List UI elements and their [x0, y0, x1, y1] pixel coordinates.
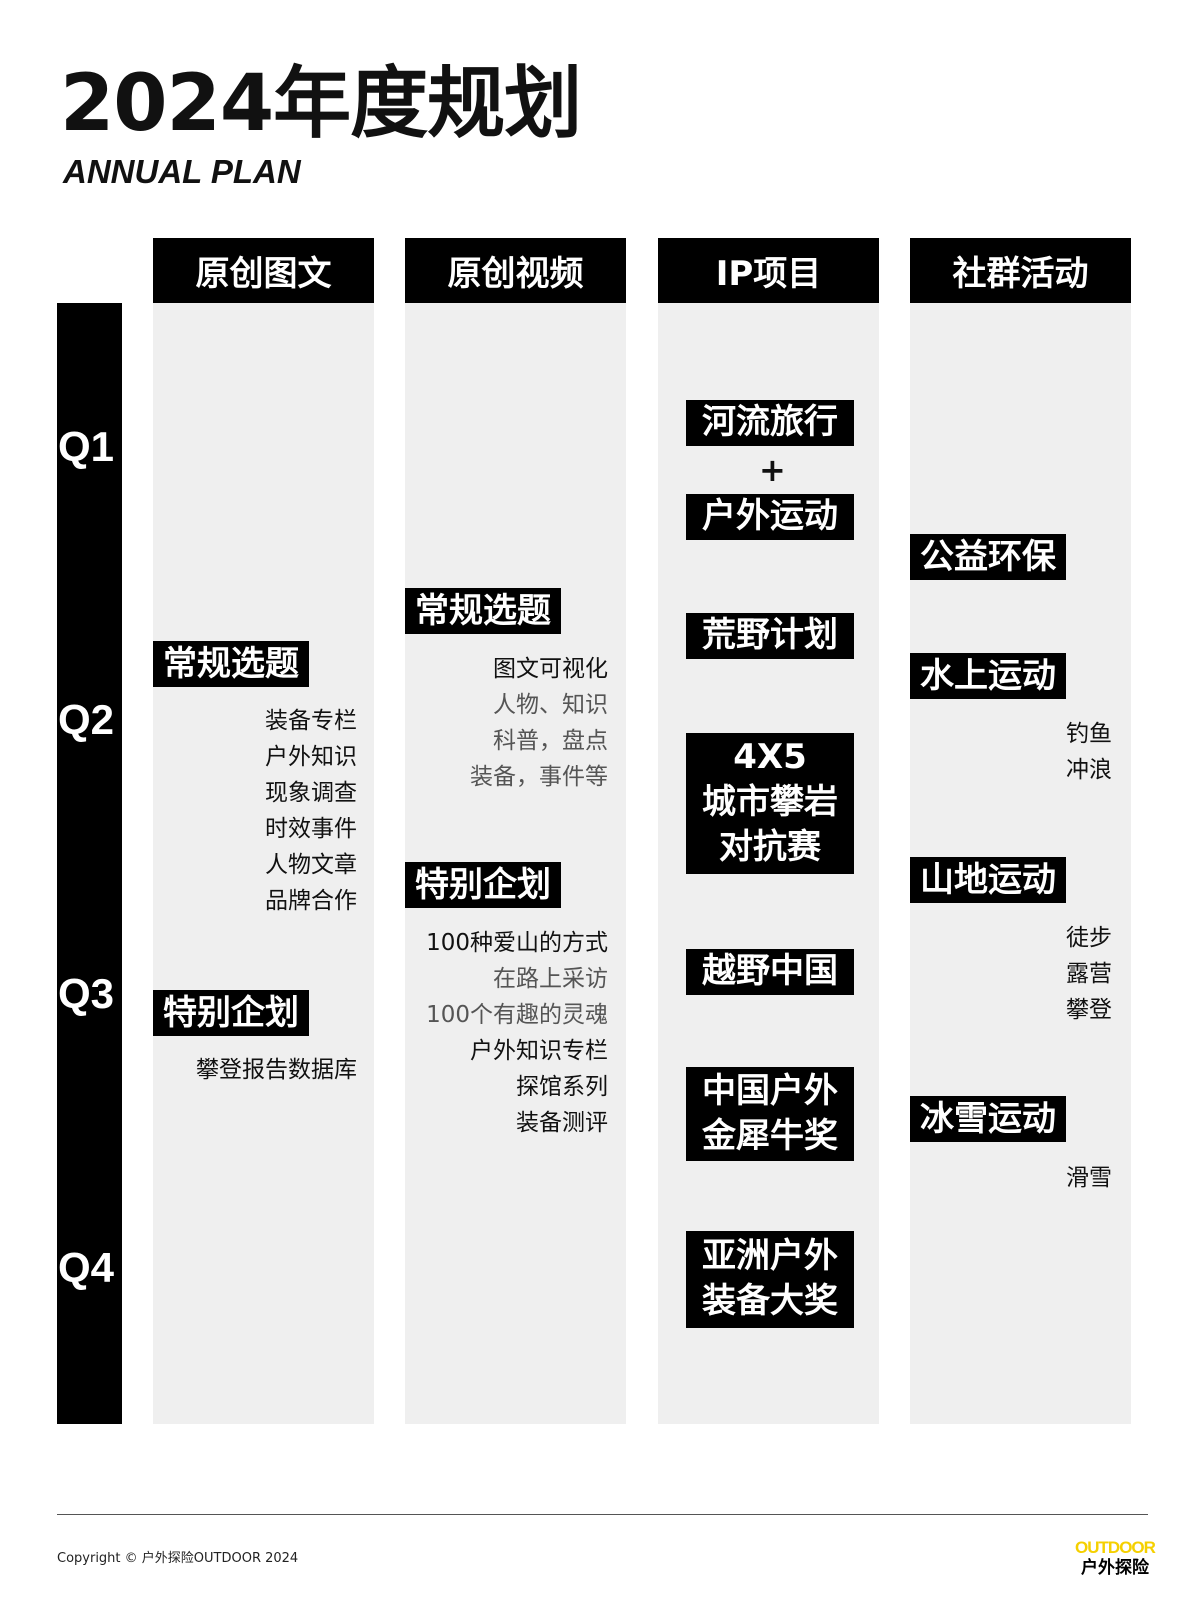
page-title: 2024年度规划 [60, 59, 582, 149]
ip-outdoor-sports: 户外运动 [686, 494, 854, 540]
ip-asia-gear-award: 亚洲户外 装备大奖 [686, 1231, 854, 1328]
list-item: 徒步 [1066, 925, 1112, 951]
brand-logo: OUTDOOR 户外探险 [1070, 1538, 1160, 1579]
block-line: 亚洲户外 [702, 1236, 838, 1276]
logo-text-en: OUTDOOR [1075, 1538, 1156, 1557]
list-item: 装备专栏 [265, 708, 357, 734]
tag-regular-topics: 常规选题 [153, 641, 309, 687]
list-water-sports: 钓鱼 冲浪 [1066, 716, 1112, 788]
tag-water-sports: 水上运动 [910, 653, 1066, 699]
list-item: 装备测评 [516, 1110, 608, 1136]
block-line: 中国户外 [702, 1071, 838, 1111]
copyright-text: Copyright © 户外探险OUTDOOR 2024 [57, 1551, 299, 1566]
list-item: 人物文章 [265, 852, 357, 878]
tag-snow-sports: 冰雪运动 [910, 1096, 1066, 1142]
quarter-label: Q1 [58, 423, 115, 470]
list-regular-topics: 图文可视化 人物、知识 科普，盘点 装备，事件等 [470, 651, 608, 795]
ip-offroad-china: 越野中国 [686, 949, 854, 995]
column-header-ip: IP项目 [658, 238, 879, 303]
quarter-bar [57, 303, 122, 1424]
list-item: 探馆系列 [516, 1074, 608, 1100]
list-item: 滑雪 [1066, 1165, 1112, 1191]
column-header-community: 社群活动 [910, 238, 1131, 303]
block-line: 装备大奖 [702, 1281, 838, 1321]
tag-regular-topics: 常规选题 [405, 588, 561, 634]
tag-special-projects: 特别企划 [153, 990, 309, 1036]
block-line: 对抗赛 [719, 827, 821, 867]
ip-golden-rhino-award: 中国户外 金犀牛奖 [686, 1067, 854, 1161]
list-snow-sports: 滑雪 [1066, 1160, 1112, 1196]
logo-text-cn: 户外探险 [1081, 1558, 1149, 1578]
list-special-projects: 100种爱山的方式 在路上采访 100个有趣的灵魂 户外知识专栏 探馆系列 装备… [426, 925, 608, 1141]
list-item: 100个有趣的灵魂 [426, 1002, 608, 1028]
page-subtitle: ANNUAL PLAN [63, 153, 301, 190]
block-line: 4X5 [733, 737, 807, 777]
tag-mountain-sports: 山地运动 [910, 857, 1066, 903]
list-item: 图文可视化 [493, 656, 608, 682]
list-special-projects: 攀登报告数据库 [196, 1052, 357, 1088]
plus-sign: + [759, 451, 786, 489]
block-line: 金犀牛奖 [702, 1116, 838, 1156]
quarter-label: Q2 [58, 696, 115, 743]
list-item: 露营 [1066, 961, 1112, 987]
block-line: 城市攀岩 [702, 782, 838, 822]
list-item: 冲浪 [1066, 757, 1112, 783]
list-item: 钓鱼 [1066, 721, 1112, 747]
list-item: 在路上采访 [493, 966, 608, 992]
footer-divider [57, 1514, 1148, 1515]
list-item: 装备，事件等 [470, 764, 608, 790]
quarter-label: Q3 [58, 970, 115, 1017]
list-item: 户外知识专栏 [470, 1038, 608, 1064]
list-mountain-sports: 徒步 露营 攀登 [1066, 920, 1112, 1028]
list-item: 户外知识 [265, 744, 357, 770]
column-body-graphic [153, 303, 374, 1424]
column-header-graphic: 原创图文 [153, 238, 374, 303]
tag-special-projects: 特别企划 [405, 862, 561, 908]
list-item: 品牌合作 [265, 888, 357, 914]
column-header-video: 原创视频 [405, 238, 626, 303]
ip-wilderness-plan: 荒野计划 [686, 613, 854, 659]
list-item: 现象调查 [265, 780, 357, 806]
list-item: 科普，盘点 [493, 728, 608, 754]
list-item: 攀登 [1066, 997, 1112, 1023]
quarter-label: Q4 [58, 1244, 115, 1291]
list-item: 时效事件 [265, 816, 357, 842]
ip-city-climbing: 4X5 城市攀岩 对抗赛 [686, 733, 854, 874]
list-regular-topics: 装备专栏 户外知识 现象调查 时效事件 人物文章 品牌合作 [265, 703, 357, 919]
list-item: 攀登报告数据库 [196, 1057, 357, 1083]
ip-river-travel: 河流旅行 [686, 400, 854, 446]
list-item: 人物、知识 [493, 692, 608, 718]
tag-charity: 公益环保 [910, 534, 1066, 580]
list-item: 100种爱山的方式 [426, 930, 608, 956]
